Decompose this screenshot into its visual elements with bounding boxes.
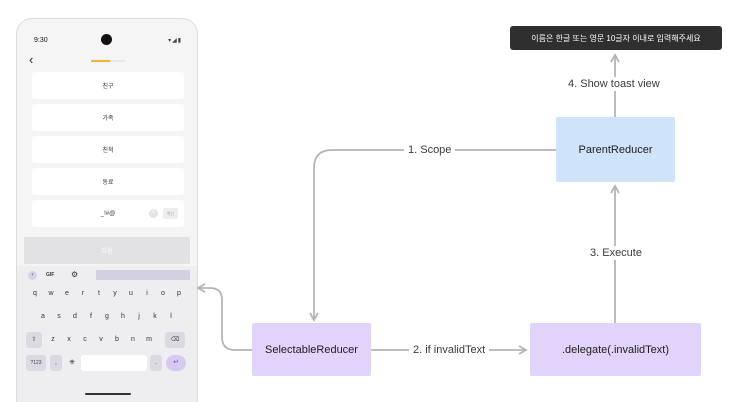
keyboard-row-4: ?123 , ⎈ . ↵ [17, 355, 197, 371]
key-n[interactable]: n [131, 336, 135, 343]
next-button[interactable]: 다음 [24, 237, 190, 264]
key-v[interactable]: v [99, 336, 103, 343]
key-m[interactable]: m [146, 336, 152, 343]
keyboard-collapse-icon[interactable]: ‹ [28, 271, 37, 280]
clear-icon[interactable]: × [149, 209, 158, 218]
shift-key[interactable]: ⇧ [26, 332, 42, 348]
key-f[interactable]: f [90, 313, 92, 320]
camera-icon [101, 34, 112, 45]
key-b[interactable]: b [115, 336, 119, 343]
key-a[interactable]: a [41, 313, 45, 320]
key-c[interactable]: c [83, 336, 87, 343]
key-e[interactable]: e [65, 290, 69, 297]
enter-key[interactable]: ↵ [166, 355, 186, 371]
option-relative[interactable]: 친척 [32, 136, 184, 163]
nav-bar: ‹ [17, 53, 197, 69]
status-time: 9:30 [34, 37, 48, 44]
key-g[interactable]: g [105, 313, 109, 320]
key-u[interactable]: u [129, 290, 133, 297]
suggestion-strip [96, 270, 190, 280]
key-p[interactable]: p [177, 290, 181, 297]
key-d[interactable]: d [73, 313, 77, 320]
gif-button[interactable]: GIF [46, 272, 55, 278]
progress-fill [91, 60, 110, 62]
key-h[interactable]: h [121, 313, 125, 320]
keyboard: ‹ GIF ⚙ q w e r t y u i o p a s d f g h j k l ⇧ z x c v b n m ⌫… [17, 266, 197, 402]
toast-view: 이름은 한글 또는 영문 10글자 이내로 입력해주세요 [510, 26, 722, 50]
signal-battery-icon: ▾◢▮ [168, 38, 182, 44]
globe-icon[interactable]: ⎈ [69, 359, 75, 366]
key-j[interactable]: j [138, 313, 140, 320]
period-key[interactable]: . [150, 355, 162, 371]
key-w[interactable]: w [48, 290, 54, 297]
keyboard-toolbar: ‹ GIF ⚙ [24, 270, 190, 281]
key-y[interactable]: y [113, 290, 117, 297]
key-k[interactable]: k [153, 313, 157, 320]
scope-arrow [309, 149, 556, 322]
custom-name-value: _!#@ [100, 210, 116, 217]
key-t[interactable]: t [98, 290, 100, 297]
comma-key[interactable]: , [50, 355, 62, 371]
gear-icon[interactable]: ⚙ [71, 270, 79, 279]
phone-mockup: 9:30 ▾◢▮ ‹ 친구 가족 친척 동료 _!#@ × 확인 다음 ‹ GI… [16, 18, 198, 402]
key-x[interactable]: x [67, 336, 71, 343]
scope-label: 1. Scope [404, 143, 456, 157]
parent-reducer-node: ParentReducer [556, 117, 675, 182]
key-q[interactable]: q [33, 290, 37, 297]
backspace-key[interactable]: ⌫ [165, 332, 185, 348]
key-i[interactable]: i [146, 290, 148, 297]
space-key[interactable] [81, 355, 147, 371]
symbols-key[interactable]: ?123 [26, 355, 46, 371]
progress-bar [91, 60, 125, 62]
show-toast-label: 4. Show toast view [564, 77, 664, 91]
delegate-node: .delegate(.invalidText) [530, 323, 701, 376]
key-r[interactable]: r [81, 290, 85, 297]
selectable-reducer-node: SelectableReducer [252, 323, 371, 376]
option-family[interactable]: 가족 [32, 104, 184, 131]
key-s[interactable]: s [57, 313, 61, 320]
if-invalid-label: 2. if invalidText [409, 343, 490, 357]
custom-name-input[interactable]: _!#@ × 확인 [32, 200, 184, 227]
key-o[interactable]: o [161, 290, 165, 297]
key-l[interactable]: l [170, 313, 172, 320]
back-arrow-icon[interactable]: ‹ [29, 52, 34, 67]
option-colleague[interactable]: 동료 [32, 168, 184, 195]
option-list: 친구 가족 친척 동료 _!#@ × 확인 [32, 72, 184, 227]
keyboard-row-3: ⇧ z x c v b n m ⌫ [17, 332, 197, 348]
option-friend[interactable]: 친구 [32, 72, 184, 99]
confirm-button[interactable]: 확인 [163, 208, 178, 219]
key-z[interactable]: z [51, 336, 55, 343]
phone-arrow [196, 283, 252, 351]
status-bar: 9:30 ▾◢▮ [17, 19, 197, 55]
home-indicator [85, 393, 131, 395]
execute-label: 3. Execute [586, 246, 646, 260]
